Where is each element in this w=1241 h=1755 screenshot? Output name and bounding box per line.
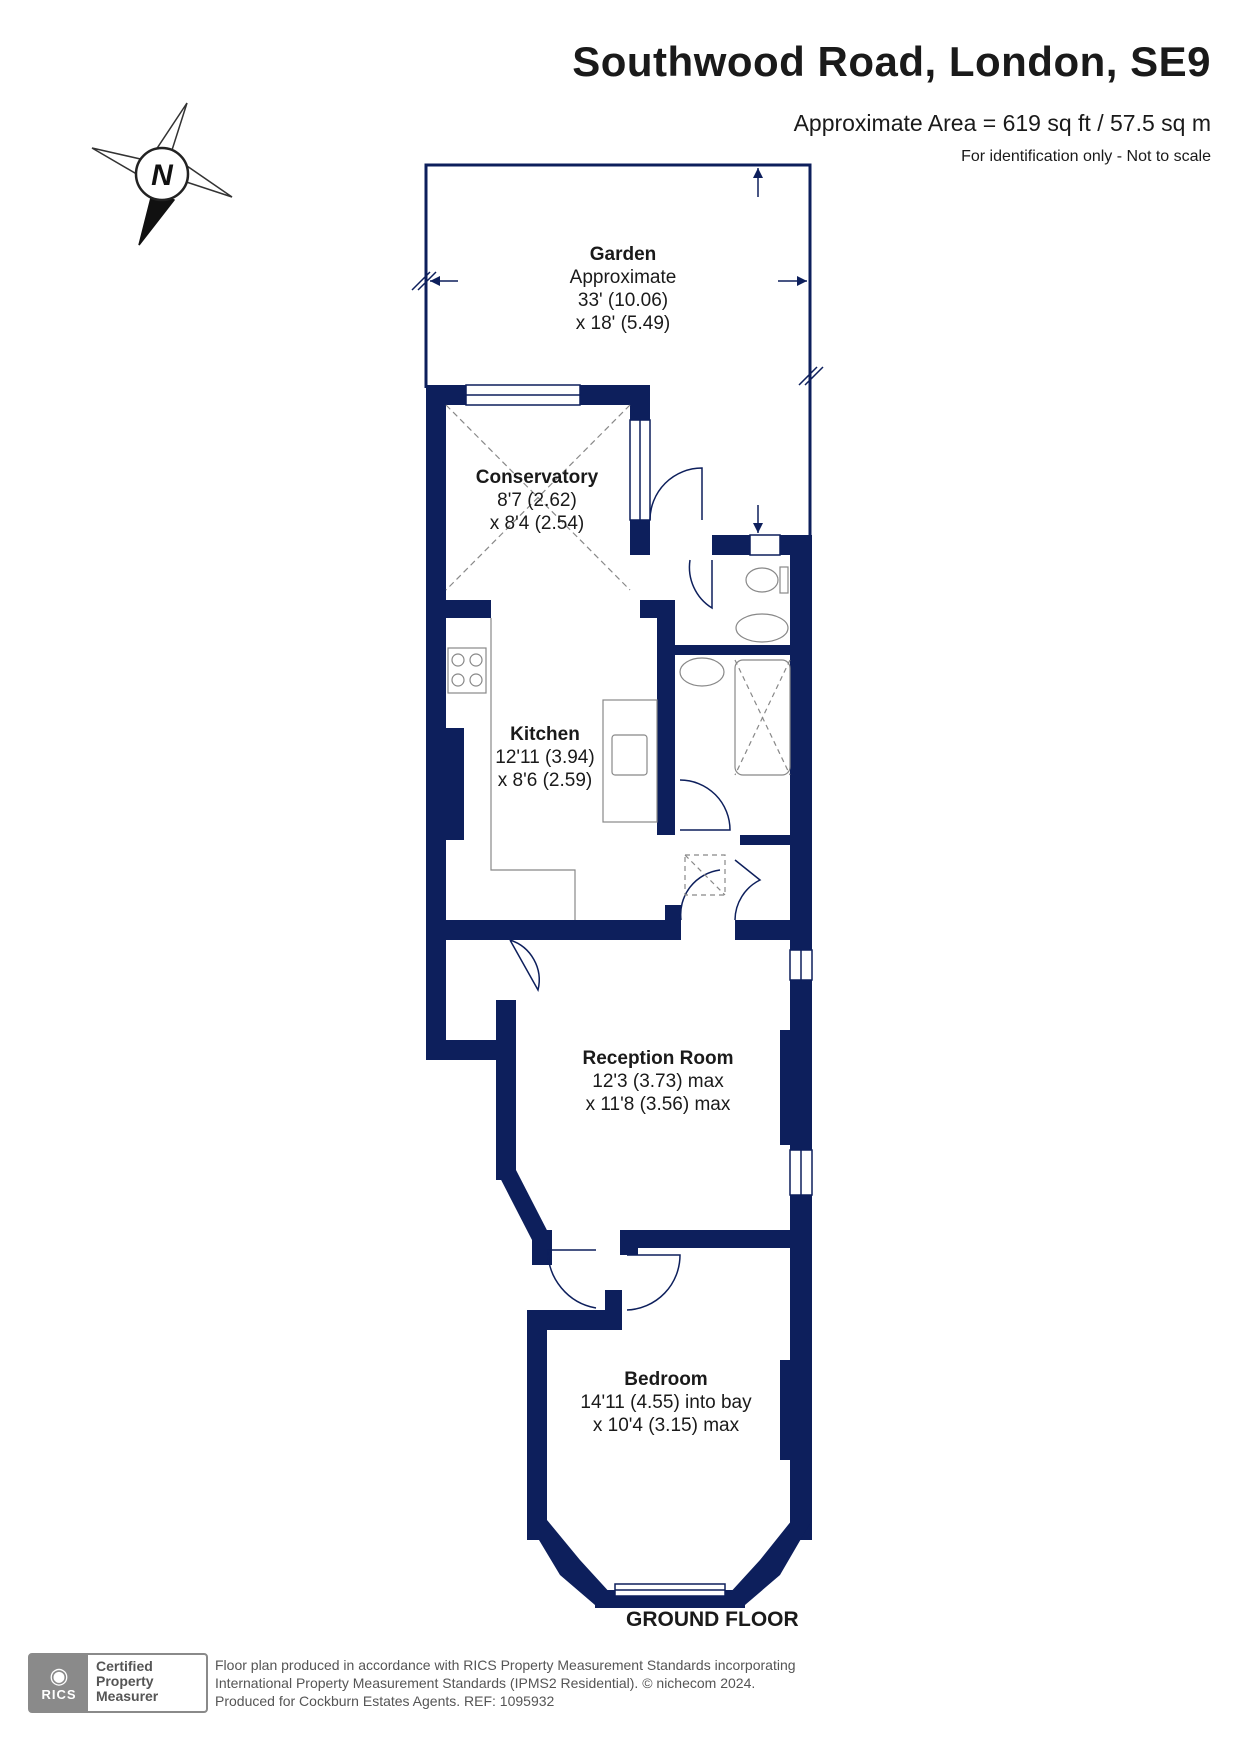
- badge-text: Certified Property Measurer: [88, 1655, 166, 1711]
- credits: Floor plan produced in accordance with R…: [215, 1656, 796, 1710]
- credits-line-2: International Property Measurement Stand…: [215, 1675, 756, 1691]
- walls: [426, 385, 812, 1608]
- conservatory-line-2: x 8'4 (2.54): [490, 513, 584, 534]
- windows: [465, 384, 813, 1597]
- rics-badge: ◉ RICS Certified Property Measurer: [28, 1653, 208, 1713]
- kitchen-line-1: 12'11 (3.94): [495, 747, 594, 768]
- kitchen-name: Kitchen: [510, 724, 580, 745]
- badge-line-2: Property: [96, 1673, 154, 1689]
- garden-outline: [411, 163, 824, 535]
- compass-icon: N: [91, 102, 233, 246]
- kitchen-line-2: x 8'6 (2.59): [498, 770, 592, 791]
- bedroom-name: Bedroom: [624, 1369, 707, 1390]
- room-labels: Garden Approximate 33' (10.06) x 18' (5.…: [476, 244, 752, 1436]
- badge-line-3: Measurer: [96, 1688, 159, 1704]
- garden-name: Garden: [590, 244, 657, 265]
- garden-line-1: Approximate: [570, 267, 677, 288]
- conservatory-name: Conservatory: [476, 467, 599, 488]
- conservatory-line-1: 8'7 (2.62): [497, 490, 577, 511]
- reception-name: Reception Room: [583, 1048, 734, 1069]
- identification-note: For identification only - Not to scale: [961, 148, 1211, 165]
- doors: [509, 467, 762, 1311]
- reception-line-2: x 11'8 (3.56) max: [586, 1094, 731, 1115]
- compass-letter: N: [151, 159, 174, 192]
- floor-label: GROUND FLOOR: [626, 1608, 799, 1631]
- rics-logo-text: RICS: [41, 1686, 77, 1702]
- fixtures: [445, 404, 791, 920]
- bedroom-line-2: x 10'4 (3.15) max: [593, 1415, 740, 1436]
- badge-line-1: Certified: [96, 1658, 153, 1674]
- rics-logo: ◉ RICS: [30, 1655, 88, 1711]
- credits-line-3: Produced for Cockburn Estates Agents. RE…: [215, 1693, 555, 1709]
- reception-line-1: 12'3 (3.73) max: [592, 1071, 724, 1092]
- garden-line-3: x 18' (5.49): [576, 313, 670, 334]
- plan-title: Southwood Road, London, SE9: [572, 38, 1211, 85]
- credits-line-1: Floor plan produced in accordance with R…: [215, 1657, 796, 1673]
- garden-line-2: 33' (10.06): [578, 290, 668, 311]
- bedroom-line-1: 14'11 (4.55) into bay: [580, 1392, 752, 1413]
- lion-crest-icon: ◉: [49, 1662, 69, 1688]
- approximate-area: Approximate Area = 619 sq ft / 57.5 sq m: [793, 110, 1211, 136]
